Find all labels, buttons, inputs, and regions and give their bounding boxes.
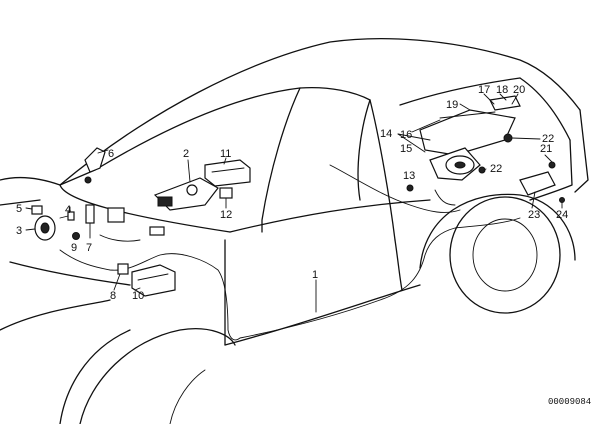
callout-16: 16 [400,129,412,141]
harness-connector [149,226,165,236]
callout-23: 23 [528,209,540,221]
callout-24: 24 [556,209,568,221]
callout-21: 21 [540,143,552,155]
clip-part-4 [59,211,75,221]
callout-1: 1 [312,269,318,281]
callout-5: 5 [16,203,22,215]
callout-4: 4 [65,204,71,216]
diagram-reference-code: 00009084 [548,397,591,407]
speaker-part-3 [34,215,56,241]
callout-13: 13 [403,170,415,182]
callout-10: 10 [132,290,144,302]
callout-7: 7 [86,242,92,254]
callout-11: 11 [220,148,231,160]
leader-lines [25,93,563,313]
radio-assembly-part-2 [153,177,219,211]
callout-9: 9 [71,242,77,254]
rear-control-unit-part-23 [519,161,565,203]
callout-6: 6 [108,148,114,160]
plug-part-9 [72,232,80,240]
callout-8: 8 [110,290,116,302]
callout-15: 15 [400,143,412,155]
car-body-outline [0,38,589,424]
amplifier-part-10 [131,264,176,297]
wiring-harness [59,164,521,341]
callout-22-lower: 22 [490,163,502,175]
callout-22-upper: 22 [542,133,554,145]
callout-12: 12 [220,209,232,221]
callout-18: 18 [496,84,508,96]
callout-20: 20 [513,84,525,96]
callout-17: 17 [478,84,490,96]
callout-2: 2 [183,148,189,160]
grille-part-5 [31,205,43,215]
callout-labels: 1 2 3 4 5 6 7 8 9 10 11 12 13 14 15 16 1… [16,84,568,302]
bracket-part-8 [117,263,129,275]
connector-part-12 [219,187,233,199]
head-unit-part-11 [204,159,251,187]
callout-19: 19 [446,99,458,111]
tweeter-part-6 [84,147,106,184]
callout-3: 3 [16,225,22,237]
connector-part-7 [85,204,95,239]
callout-14: 14 [380,128,392,140]
rear-shelf-assembly [406,95,521,192]
junction-box [107,207,125,223]
